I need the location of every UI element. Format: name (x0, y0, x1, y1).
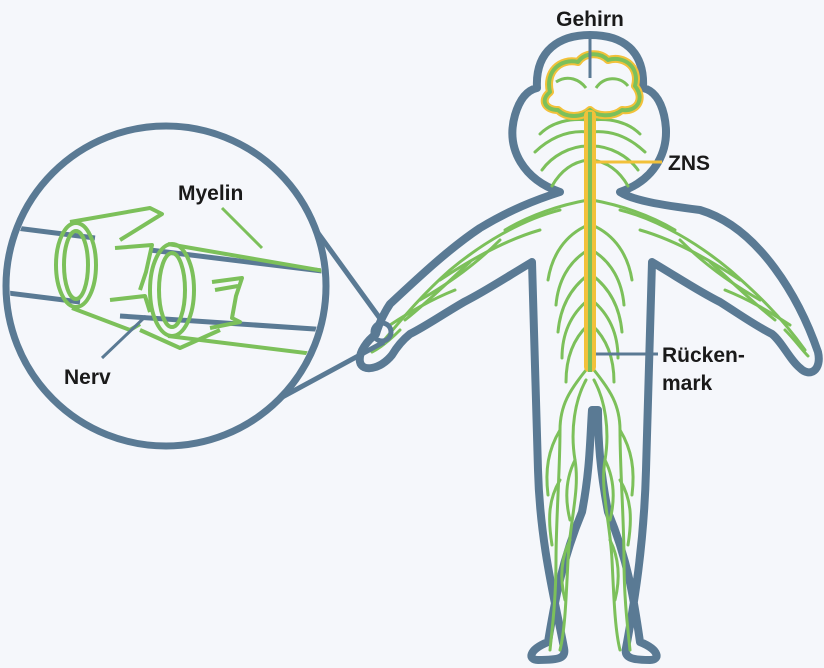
spinal-cord (584, 110, 596, 372)
cns-label: ZNS (668, 152, 710, 175)
nerve-label: Nerv (64, 366, 111, 389)
spinal-cord-label-line1: Rücken- (662, 344, 745, 367)
brain-shape (545, 54, 640, 116)
brain-label: Gehirn (556, 8, 624, 31)
spinal-cord-label-line2: mark (662, 372, 713, 395)
myelin-label: Myelin (178, 182, 243, 205)
